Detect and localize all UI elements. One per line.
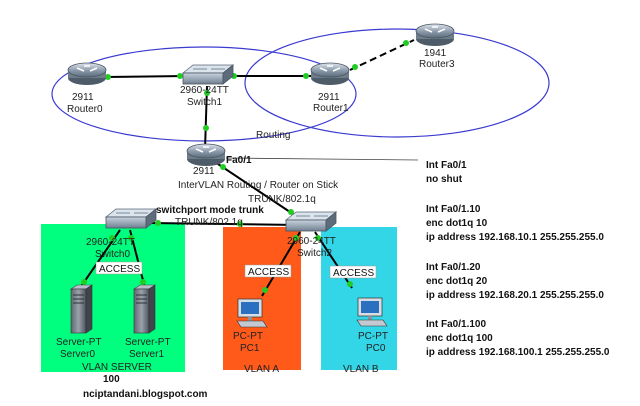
server1-name: Server1 <box>129 349 164 360</box>
vlan-server-zone <box>41 224 185 372</box>
vlan-server-id: 100 <box>103 374 120 385</box>
router3-icon[interactable] <box>415 23 455 47</box>
router0-model: 2911 <box>72 92 94 103</box>
trunk-mode-label: switchport mode trunk <box>156 205 264 216</box>
link-switch2-pc1 <box>261 231 301 297</box>
link-rstick-switch2 <box>214 161 303 221</box>
routing-label: Routing <box>256 130 290 141</box>
switch2-name: Switch2 <box>297 248 332 259</box>
router1-name: Router1 <box>313 103 349 114</box>
router3-name: Router3 <box>419 59 455 70</box>
router1-icon[interactable] <box>310 62 350 86</box>
switch1-model: 2960-24TT <box>180 85 229 96</box>
config-fa0-1-20-line2: ip address 192.168.20.1 255.255.255.0 <box>426 290 604 301</box>
access-label-vlan-a: ACCESS <box>248 267 289 278</box>
pc0-name: PC0 <box>366 343 386 354</box>
config-fa0-1-20-title: Int Fa0/1.20 <box>426 262 481 273</box>
access-label-servers: ACCESS <box>99 264 140 275</box>
rstick-caption: InterVLAN Routing / Router on Stick <box>178 180 339 191</box>
server0-type: Server-PT <box>56 337 102 348</box>
vlan-a-label: VLAN A <box>244 364 279 375</box>
switch0-model: 2960-24TT <box>86 237 135 248</box>
switch0-name: Switch0 <box>95 249 130 260</box>
router0-name: Router0 <box>67 104 103 115</box>
trunk-lower-label: TRUNK/802.1q <box>175 217 243 228</box>
switch0-icon[interactable] <box>105 208 157 229</box>
website-label: nciptandani.blogspot.com <box>83 389 208 400</box>
link-switch2-pc0 <box>314 231 353 289</box>
router1-model: 2911 <box>318 92 340 103</box>
config-fa0-1-100-line1: enc dot1q 100 <box>426 333 493 344</box>
access-badge-vlan-b <box>329 265 377 279</box>
config-fa0-1-100-title: Int Fa0/1.100 <box>426 319 486 330</box>
config-blocks: Int Fa0/1 no shut Int Fa0/1.10 enc dot1q… <box>426 160 610 358</box>
rstick-port: Fa0/1 <box>226 155 252 166</box>
switch2-model: 2960-24TT <box>287 236 336 247</box>
link-switch1-rstick <box>204 85 208 151</box>
config-fa0-1-10-line1: enc dot1q 10 <box>426 218 488 229</box>
trunk-upper-label: TRUNK/802.1q <box>248 194 316 205</box>
config-fa0-1-20-line1: enc dot1q 20 <box>426 276 488 287</box>
server1-type: Server-PT <box>125 337 171 348</box>
config-fa0-1-title: Int Fa0/1 <box>426 160 467 171</box>
link-router0-switch1 <box>103 75 187 78</box>
access-badge-servers <box>95 261 143 275</box>
router0-icon[interactable] <box>67 62 107 86</box>
vlan-b-label: VLAN B <box>343 364 379 375</box>
link-switch0-switch2 <box>149 222 301 226</box>
link-router1-router3 <box>349 39 415 71</box>
config-fa0-1-10-title: Int Fa0/1.10 <box>426 204 481 215</box>
pc1-type: PC-PT <box>233 331 263 342</box>
vlan-server-label: VLAN SERVER <box>82 362 152 373</box>
rstick-model: 2911 <box>193 166 215 177</box>
config-fa0-1-10-line2: ip address 192.168.10.1 255.255.255.0 <box>426 232 604 243</box>
routing-domain-left <box>51 46 357 142</box>
config-fa0-1-100-line2: ip address 192.168.100.1 255.255.255.0 <box>426 347 610 358</box>
routing-domain-right <box>244 28 550 138</box>
pc1-name: PC1 <box>240 343 260 354</box>
config-fa0-1-line1: no shut <box>426 174 463 185</box>
port-dots <box>81 40 409 293</box>
server0-name: Server0 <box>60 349 95 360</box>
access-badge-vlan-a <box>244 264 292 278</box>
switch2-icon[interactable] <box>285 211 337 232</box>
server1-icon[interactable] <box>133 284 156 334</box>
callout-line <box>225 157 419 161</box>
switch1-icon[interactable] <box>182 64 234 85</box>
access-label-vlan-b: ACCESS <box>333 268 374 279</box>
server0-icon[interactable] <box>70 284 93 334</box>
router3-model: 1941 <box>424 48 447 59</box>
pc0-type: PC-PT <box>358 331 388 342</box>
router-on-stick-icon[interactable] <box>186 143 226 167</box>
switch1-name: Switch1 <box>187 97 222 108</box>
